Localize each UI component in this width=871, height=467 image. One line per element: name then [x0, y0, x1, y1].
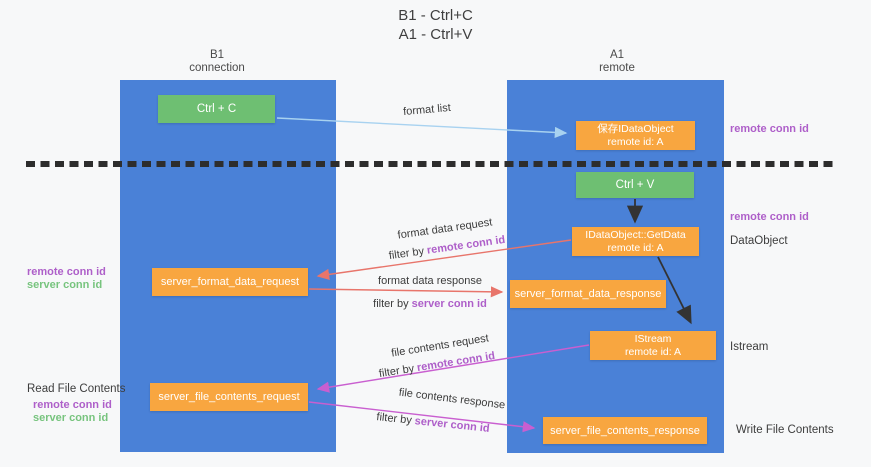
label-format-data-response: format data response [378, 275, 482, 287]
filter-by-text: filter by [373, 298, 409, 310]
diagram-title: B1 - Ctrl+C A1 - Ctrl+V [0, 6, 871, 44]
remote-conn-id-text: remote conn id [426, 233, 506, 257]
right-label-istream: Istream [730, 341, 769, 353]
node-ctrl-c: Ctrl + C [158, 95, 275, 123]
left-label-remote-conn-id-1: remote conn id [27, 266, 106, 278]
right-label-dataobject: DataObject [730, 235, 788, 247]
label-format-list: format list [403, 102, 452, 118]
lane-a1-subtitle: remote [599, 62, 635, 74]
format-data-response-text: format data response [378, 275, 482, 287]
istream-line1: IStream [634, 332, 672, 345]
node-server-format-data-response: server_format_data_response [510, 280, 666, 308]
server-file-contents-request-label: server_file_contents_request [158, 391, 300, 403]
label-filter-by-server-1: filter by server conn id [373, 298, 487, 310]
node-server-file-contents-request: server_file_contents_request [150, 383, 308, 411]
dashed-divider-line [26, 161, 838, 167]
node-ctrl-v: Ctrl + V [576, 172, 694, 198]
left-label-read-file-contents: Read File Contents [27, 383, 126, 395]
getdata-line1: IDataObject::GetData [585, 228, 686, 241]
file-contents-response-text: file contents response [398, 386, 506, 412]
left-label-remote-conn-id-2: remote conn id [33, 399, 112, 411]
ctrl-v-label: Ctrl + V [615, 179, 655, 191]
format-list-text: format list [402, 101, 452, 119]
right-label-write-file-contents: Write File Contents [736, 424, 834, 436]
node-save-idataobject: 保存IDataObject remote id: A [576, 121, 695, 150]
lane-b1-subtitle: connection [189, 62, 245, 74]
node-server-file-contents-response: server_file_contents_response [543, 417, 707, 444]
server-format-data-response-label: server_format_data_response [514, 288, 662, 300]
title-line-1: B1 - Ctrl+C [398, 7, 473, 24]
lane-header-b1: B1 connection [147, 49, 287, 75]
lane-a1-title: A1 [609, 49, 625, 61]
server-file-contents-response-label: server_file_contents_response [550, 424, 700, 437]
save-idataobject-line2: remote id: A [607, 135, 664, 148]
filter-by-text: filter by [388, 245, 425, 263]
istream-line2: remote id: A [624, 345, 682, 358]
right-label-remote-conn-id-2: remote conn id [730, 211, 809, 223]
server-format-data-request-label: server_format_data_request [160, 276, 300, 288]
lane-b1-title: B1 [209, 49, 225, 61]
server-conn-id-text: server conn id [414, 415, 491, 435]
filter-by-text: filter by [378, 362, 416, 381]
lane-header-a1: A1 remote [547, 49, 687, 75]
title-line-2: A1 - Ctrl+V [398, 26, 473, 43]
arrow-format-data-response [308, 286, 504, 298]
label-filter-by-server-2: filter by server conn id [376, 411, 490, 435]
getdata-line2: remote id: A [607, 241, 664, 254]
save-idataobject-line1: 保存IDataObject [597, 122, 674, 135]
right-label-remote-conn-id-1: remote conn id [730, 123, 809, 135]
node-server-format-data-request: server_format_data_request [152, 268, 308, 296]
left-label-server-conn-id-2: server conn id [33, 412, 109, 424]
label-file-contents-response: file contents response [398, 387, 506, 412]
ctrl-c-label: Ctrl + C [196, 103, 237, 115]
node-istream: IStream remote id: A [590, 331, 716, 360]
server-conn-id-text: server conn id [411, 298, 487, 310]
filter-by-text: filter by [375, 411, 413, 427]
node-idataobject-getdata: IDataObject::GetData remote id: A [572, 227, 699, 256]
left-label-server-conn-id-1: server conn id [27, 279, 103, 291]
